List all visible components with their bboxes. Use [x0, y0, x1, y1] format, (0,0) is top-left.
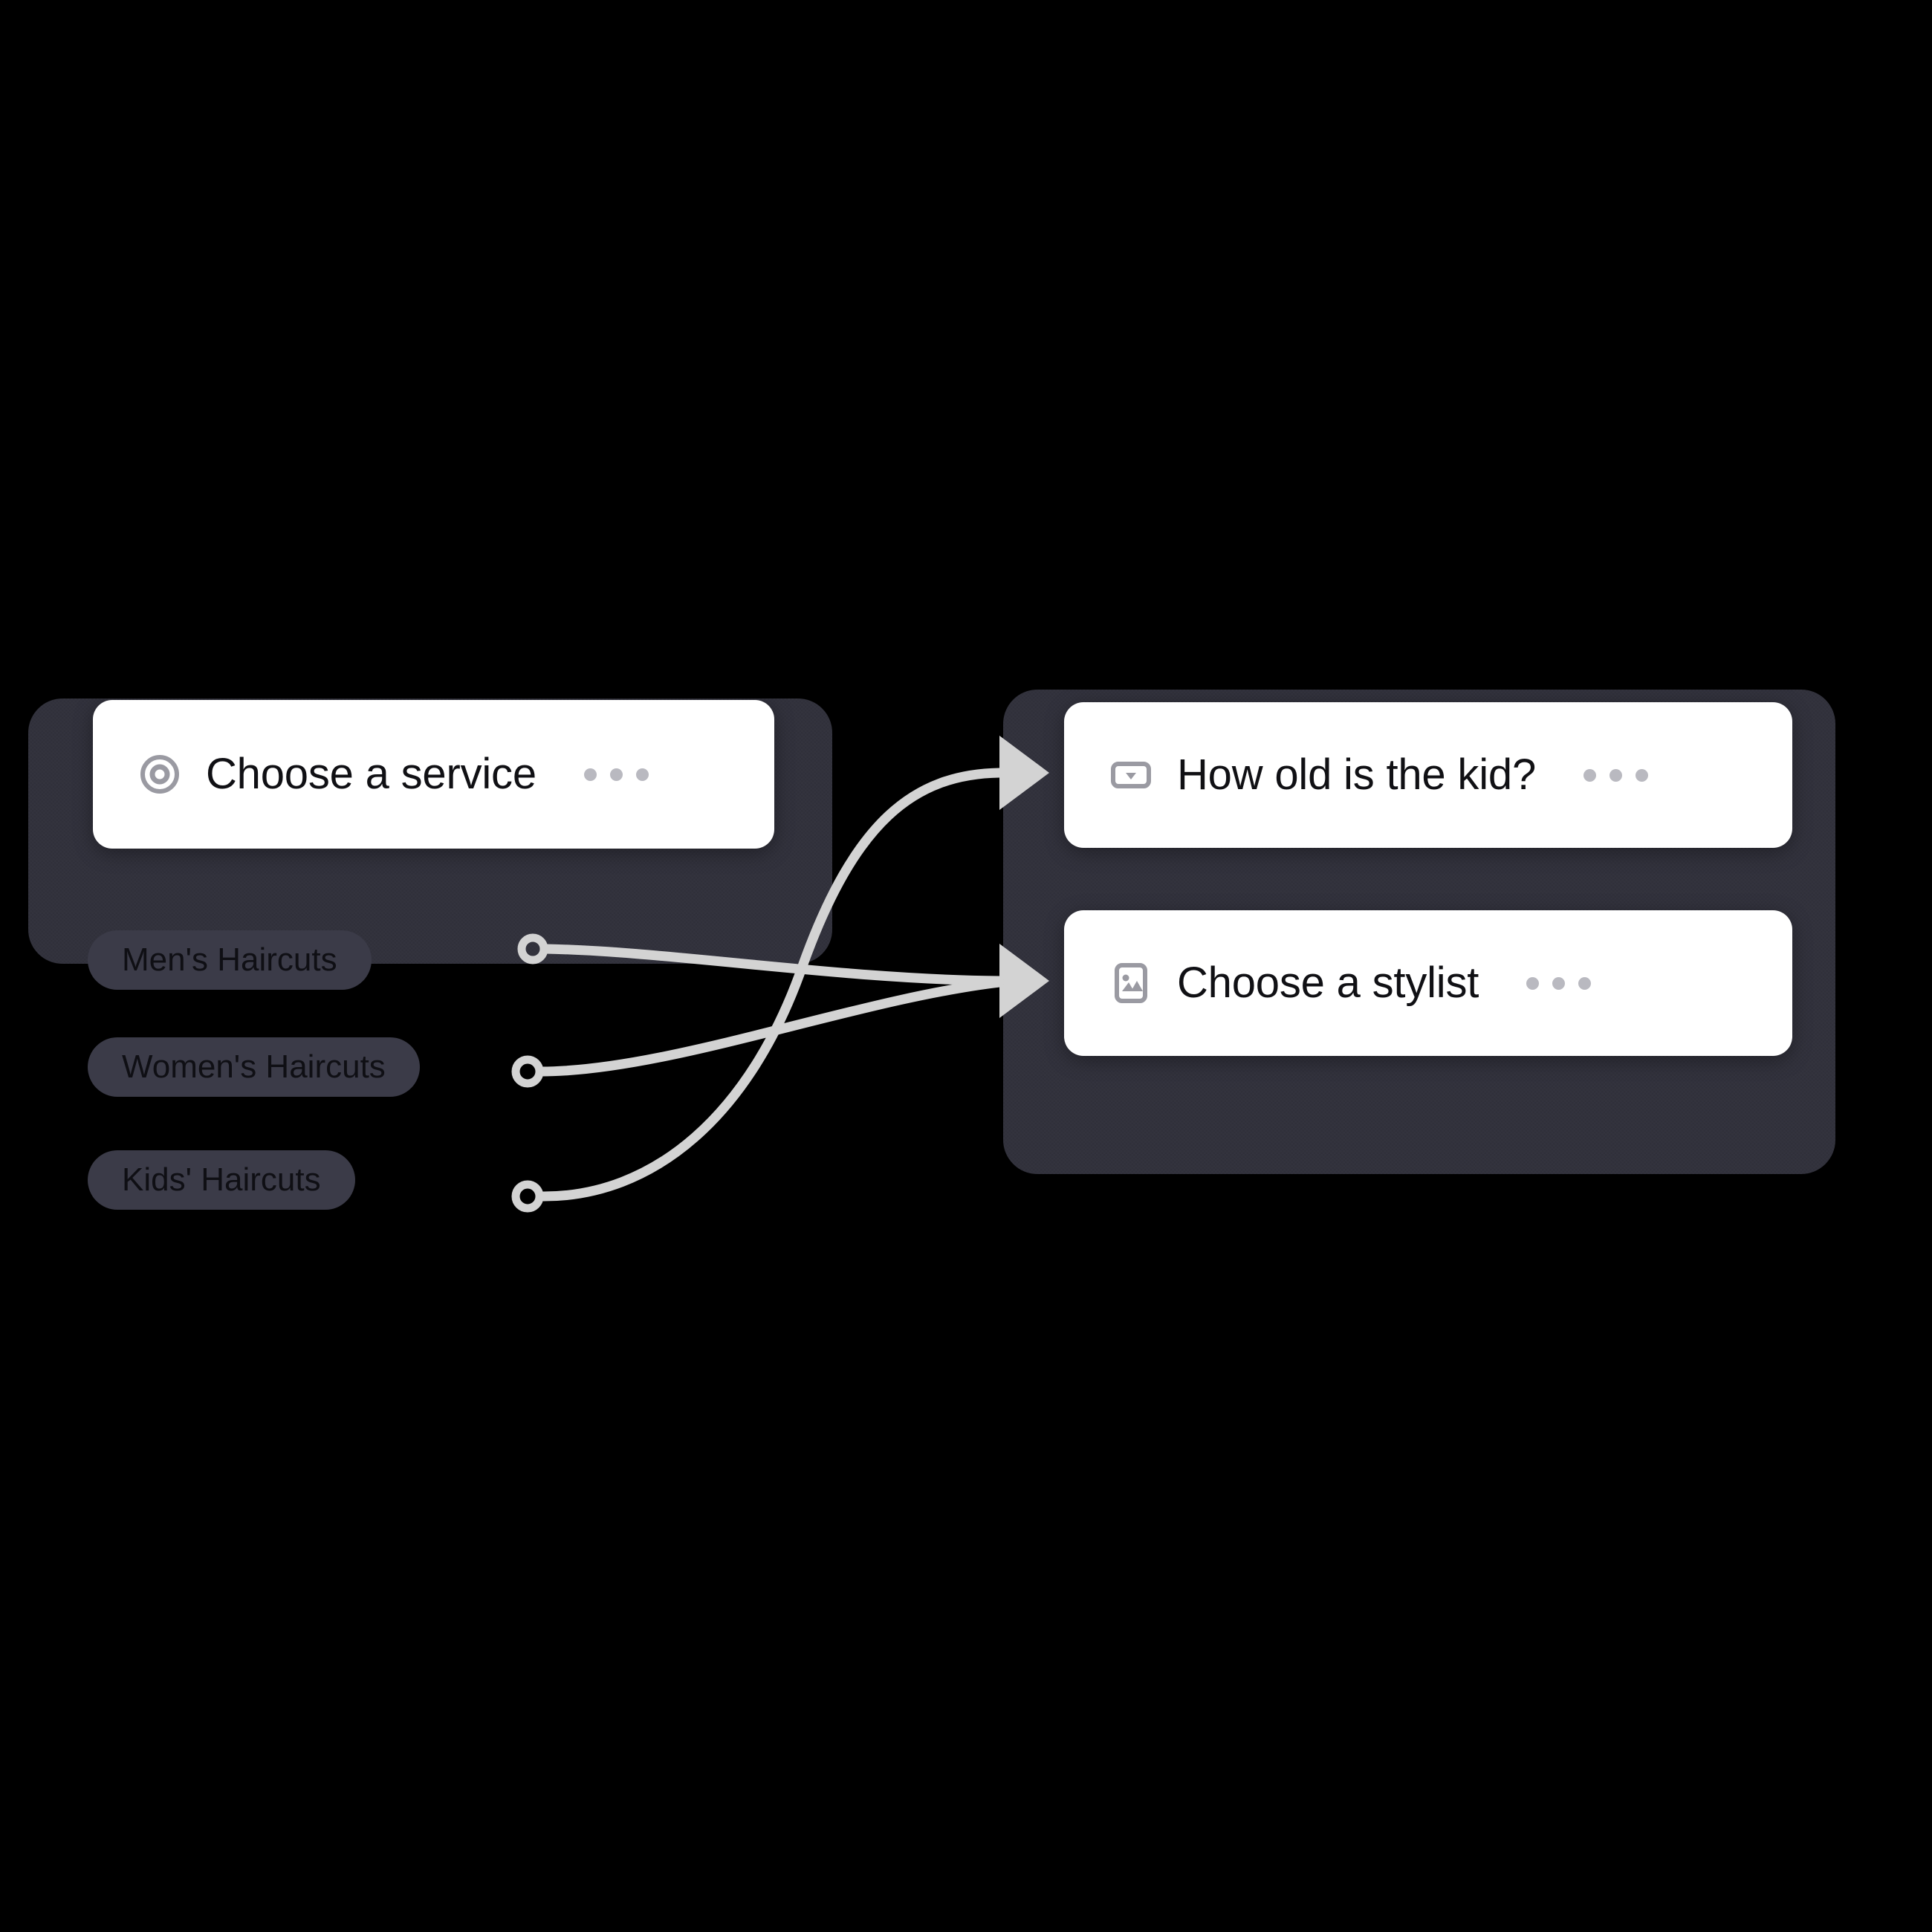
node-title: Choose a service [206, 750, 537, 798]
node-choose-a-stylist[interactable]: Choose a stylist [1064, 910, 1792, 1056]
option-pill-kids-haircuts[interactable]: Kids' Haircuts [88, 1150, 355, 1210]
option-pill-womens-haircuts[interactable]: Women's Haircuts [88, 1037, 420, 1097]
node-title: How old is the kid? [1177, 751, 1536, 799]
menu-dot [583, 768, 597, 781]
node-how-old-is-the-kid[interactable]: How old is the kid? [1064, 702, 1792, 848]
option-label: Women's Haircuts [122, 1048, 386, 1085]
option-label: Men's Haircuts [122, 941, 337, 978]
option-pill-mens-haircuts[interactable]: Men's Haircuts [88, 930, 372, 990]
node-overflow-menu-icon[interactable] [1583, 768, 1648, 782]
radio-target-icon [139, 753, 181, 795]
menu-dot [1578, 976, 1592, 990]
menu-dot [1636, 768, 1648, 782]
node-overflow-menu-icon[interactable] [1526, 976, 1592, 990]
menu-dot [1526, 976, 1540, 990]
edge-womens-to-stylist [511, 977, 1005, 1088]
menu-dot [609, 768, 623, 781]
node-overflow-menu-icon[interactable] [583, 768, 649, 781]
dropdown-select-icon [1110, 754, 1152, 796]
node-choose-service[interactable]: Choose a service [93, 700, 774, 849]
option-label: Kids' Haircuts [122, 1161, 321, 1198]
node-title: Choose a stylist [1177, 959, 1479, 1007]
menu-dot [1552, 976, 1566, 990]
image-picker-icon [1110, 962, 1152, 1004]
menu-dot [635, 768, 649, 781]
menu-dot [1610, 768, 1622, 782]
menu-dot [1583, 768, 1596, 782]
